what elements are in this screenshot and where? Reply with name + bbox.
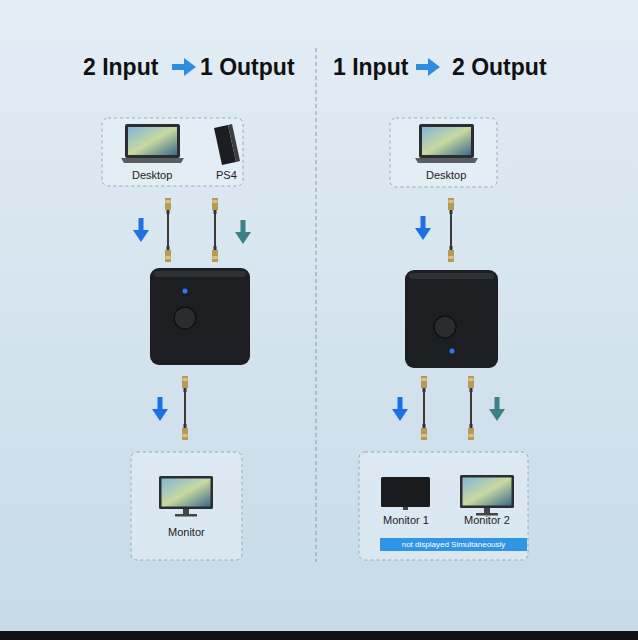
flow-arrow bbox=[415, 216, 431, 240]
switch-edge bbox=[154, 271, 246, 277]
flow-arrow bbox=[152, 397, 168, 421]
heading-arrow bbox=[172, 58, 196, 76]
flow-arrow bbox=[489, 397, 505, 421]
hdmi-switch bbox=[405, 270, 498, 368]
monitor-icon bbox=[460, 475, 514, 516]
arrow-head bbox=[184, 58, 196, 76]
label-text: Monitor 1 bbox=[383, 514, 429, 527]
hdmi-cable bbox=[165, 198, 171, 262]
device-label: PS4 bbox=[216, 169, 237, 182]
arrow-shaft bbox=[172, 64, 186, 70]
laptop-icon bbox=[415, 124, 478, 163]
heading-arrow bbox=[416, 58, 440, 76]
switch-led bbox=[183, 289, 188, 294]
switch-button bbox=[434, 316, 456, 338]
switch-button bbox=[174, 307, 196, 329]
hdmi-cable bbox=[182, 376, 188, 440]
ps4-icon bbox=[214, 124, 240, 165]
arrow-head bbox=[428, 58, 440, 76]
device-panel bbox=[131, 452, 242, 560]
switch-body bbox=[405, 270, 498, 368]
device-label: Monitor 1 bbox=[383, 514, 429, 527]
device-panel bbox=[390, 118, 497, 187]
hdmi-cable bbox=[448, 198, 454, 262]
label-text: Desktop bbox=[132, 169, 172, 182]
switch-edge bbox=[409, 273, 494, 279]
device-label: Desktop bbox=[132, 169, 172, 182]
device-panel bbox=[102, 118, 243, 186]
label-text: Monitor 2 bbox=[464, 514, 510, 527]
monitor-icon bbox=[159, 476, 213, 517]
label-text: Monitor bbox=[168, 526, 205, 539]
laptop-icon bbox=[121, 124, 184, 163]
device-panel bbox=[359, 452, 528, 560]
switch-body bbox=[150, 268, 250, 365]
section-heading: 1 Output bbox=[200, 53, 295, 81]
flow-arrow bbox=[133, 218, 149, 242]
hdmi-cable bbox=[421, 376, 427, 440]
console-side bbox=[228, 124, 240, 162]
monitor-screen bbox=[381, 477, 430, 507]
flow-arrow bbox=[235, 220, 251, 244]
switch-led bbox=[450, 349, 455, 354]
section-heading: 1 Input bbox=[333, 53, 408, 81]
note-badge: not displayed Simultaneously bbox=[380, 538, 527, 551]
bottom-bar bbox=[0, 631, 638, 640]
flow-arrow bbox=[392, 397, 408, 421]
monitor-icon bbox=[381, 477, 430, 510]
hdmi-switch bbox=[150, 268, 250, 365]
label-text: Desktop bbox=[426, 169, 466, 182]
label-text: PS4 bbox=[216, 169, 237, 182]
monitor-stand bbox=[403, 507, 408, 510]
device-label: Monitor 2 bbox=[464, 514, 510, 527]
divider bbox=[316, 48, 317, 562]
device-label: Desktop bbox=[426, 169, 466, 182]
hdmi-cable bbox=[468, 376, 474, 440]
device-label: Monitor bbox=[168, 526, 205, 539]
section-heading: 2 Input bbox=[83, 53, 158, 81]
section-heading: 2 Output bbox=[452, 53, 547, 81]
hdmi-cable bbox=[212, 198, 218, 262]
label-text: not displayed Simultaneously bbox=[384, 539, 523, 550]
arrow-shaft bbox=[416, 64, 430, 70]
